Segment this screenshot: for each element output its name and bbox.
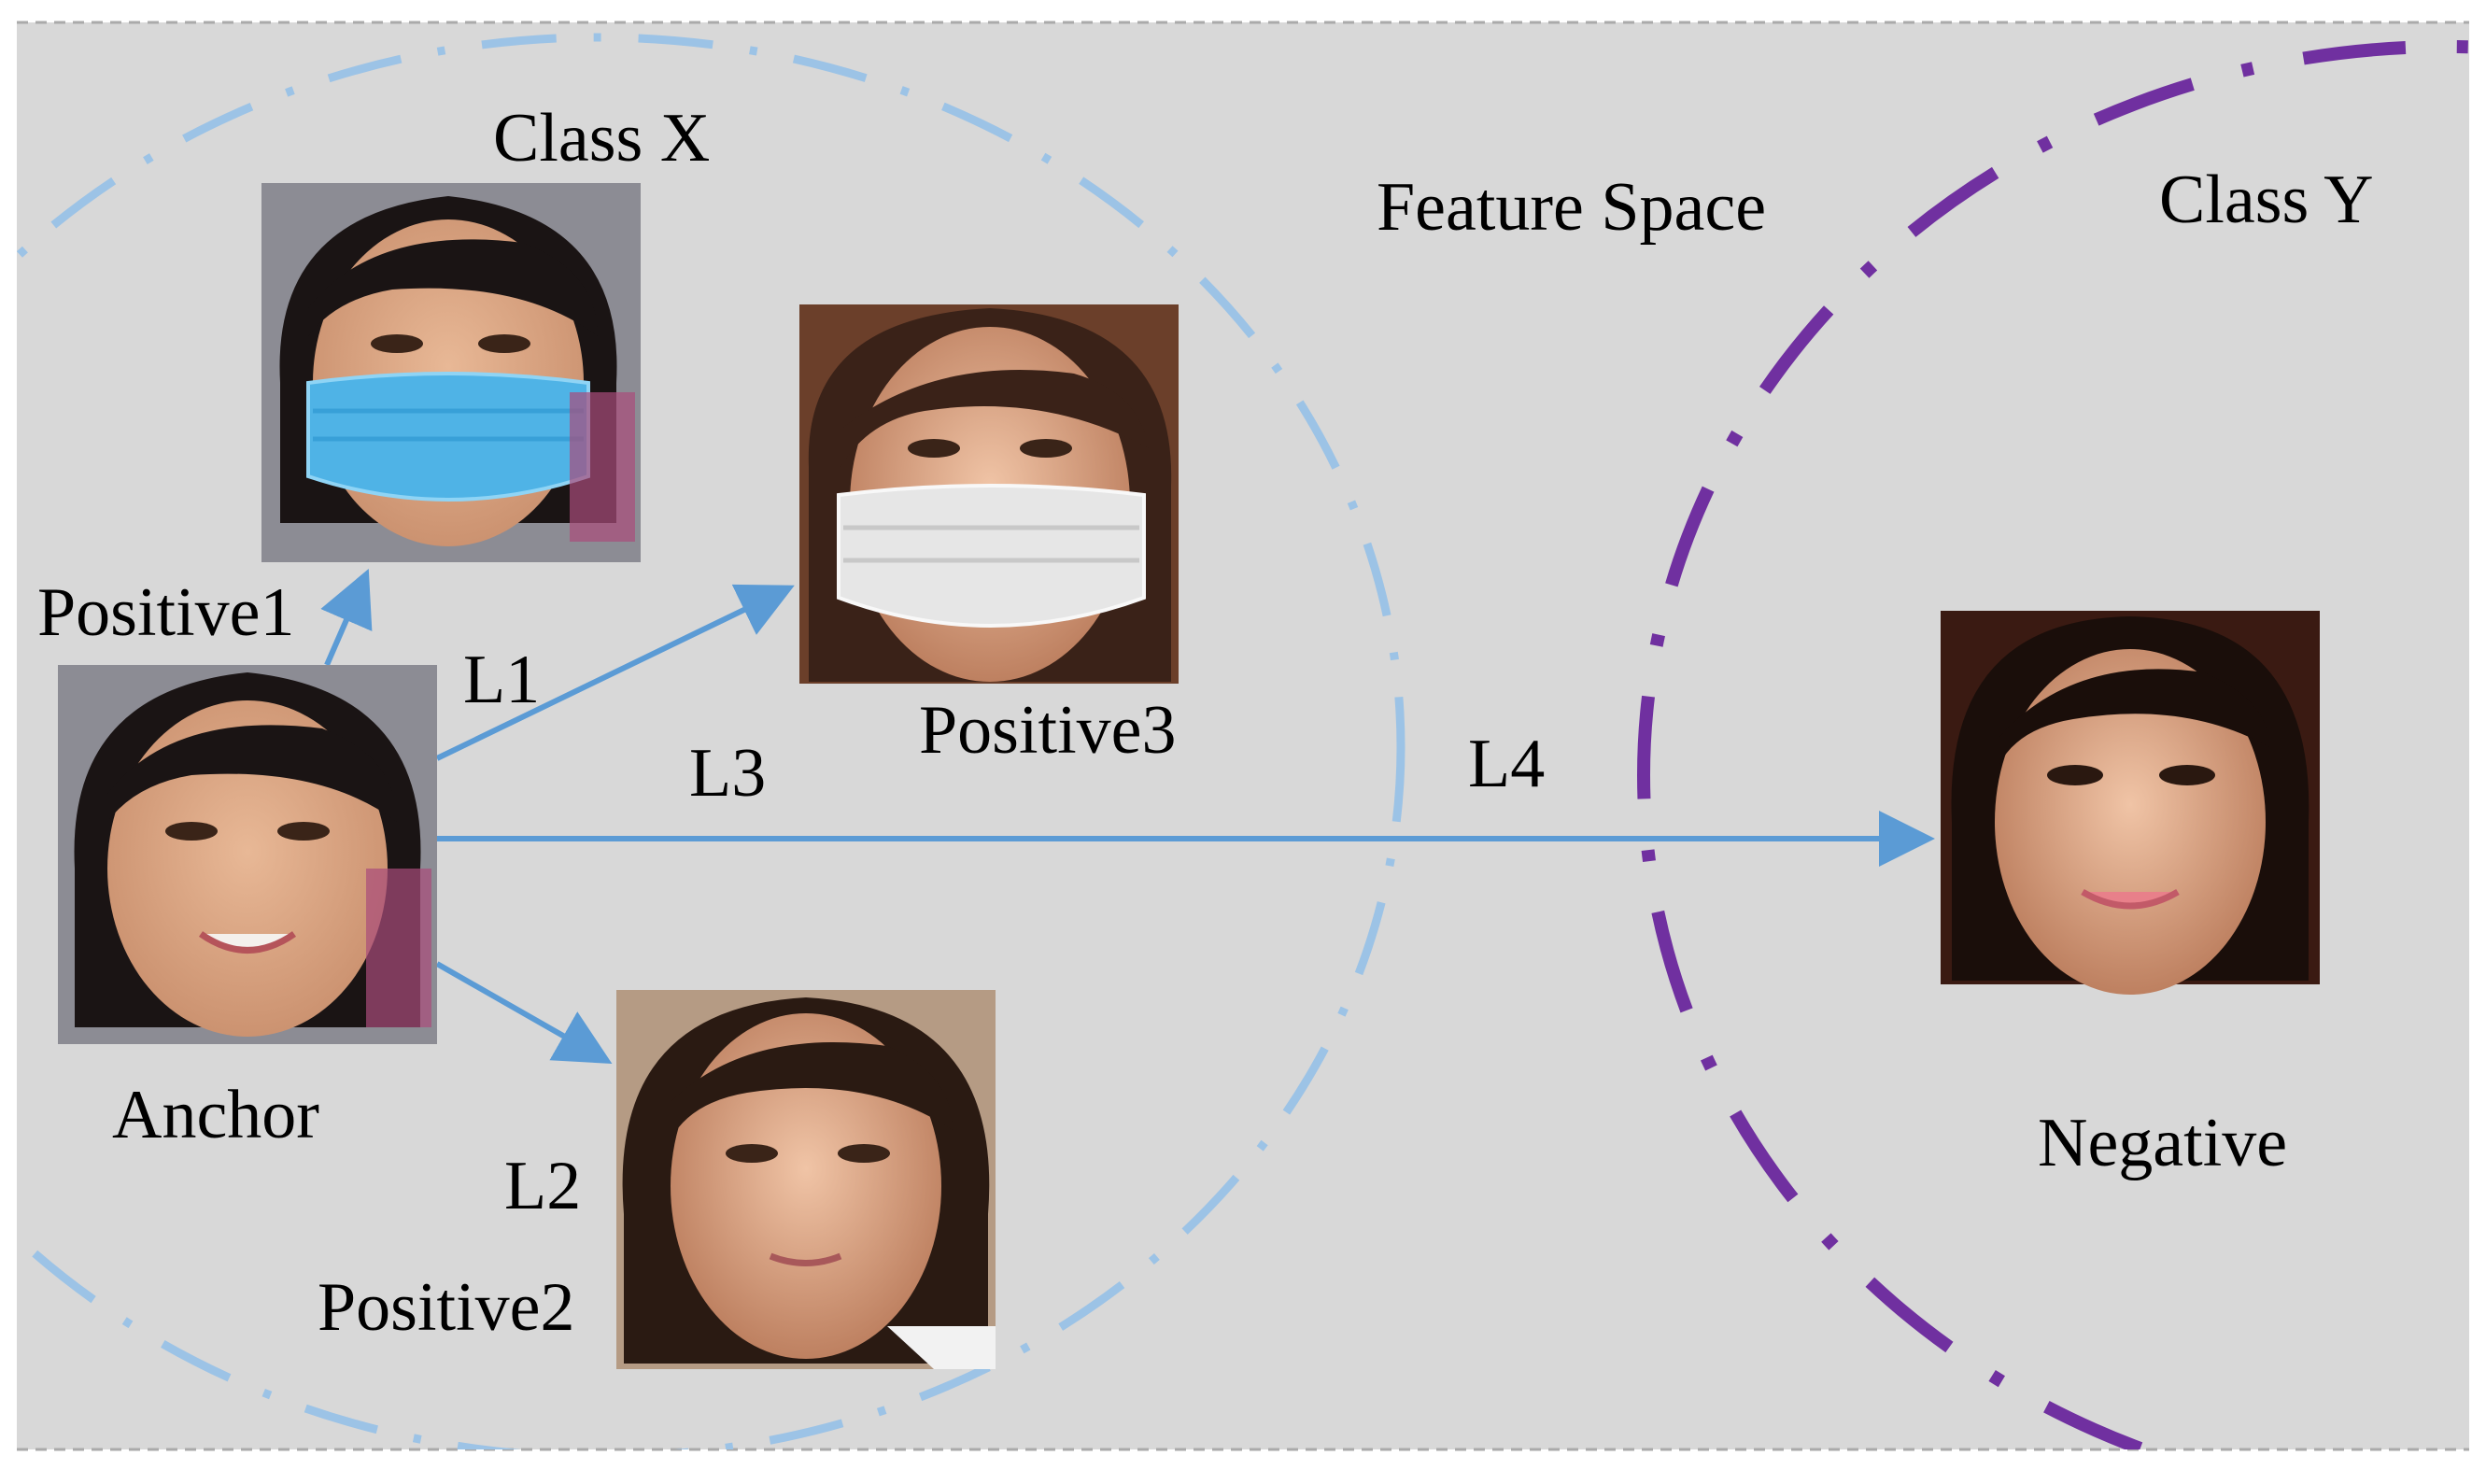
arrow-l1: [435, 584, 795, 761]
arrow-l2: [435, 961, 613, 1064]
positive2-label: Positive2: [318, 1269, 574, 1346]
feature-space-label: Feature Space: [1377, 169, 1766, 246]
class-y-label: Class Y: [2159, 162, 2374, 238]
class-y-boundary: [1637, 40, 2469, 1449]
l4-label: L4: [1468, 726, 1545, 802]
l2-label: L2: [504, 1148, 581, 1224]
arrow-anchor-positive1: [320, 568, 373, 667]
positive3-photo: [799, 304, 1179, 684]
positive1-label: Positive1: [37, 574, 294, 651]
anchor-label: Anchor: [112, 1077, 319, 1153]
class-x-boundary: [17, 33, 1405, 1449]
masked-face-photo-icon: [837, 484, 1146, 628]
positive1-photo: [261, 183, 641, 562]
negative-photo: [1941, 611, 2320, 995]
masked-face-photo-icon: [306, 372, 590, 502]
positive3-label: Positive3: [919, 692, 1176, 769]
positive2-photo: [616, 990, 996, 1369]
class-x-label: Class X: [493, 100, 710, 177]
l3-label: L3: [689, 735, 766, 812]
l1-label: L1: [463, 642, 540, 718]
anchor-photo: [58, 665, 437, 1044]
negative-label: Negative: [2038, 1105, 2287, 1181]
